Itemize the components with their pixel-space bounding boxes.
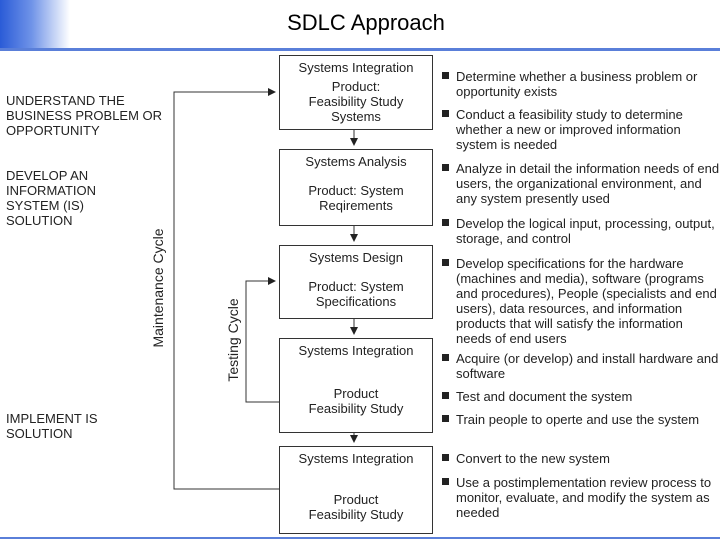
list-item: Train people to operte and use the syste… <box>440 412 720 427</box>
stage-box-systems-design: Systems Design Product: System Specifica… <box>279 245 433 319</box>
stage-heading: Systems Integration <box>298 451 414 466</box>
stage-box-systems-integration-3: Systems Integration Product Feasibility … <box>279 446 433 534</box>
bullet-square-icon <box>442 259 449 266</box>
list-item: Determine whether a business problem or … <box>440 69 720 99</box>
stage-box-systems-integration-2: Systems Integration Product Feasibility … <box>279 338 433 433</box>
list-item: Develop the logical input, processing, o… <box>440 216 720 246</box>
list-item: Analyze in detail the information needs … <box>440 161 720 206</box>
bullet-square-icon <box>442 164 449 171</box>
stage-heading: Systems Analysis <box>305 154 407 169</box>
list-item: Conduct a feasibility study to determine… <box>440 107 720 152</box>
bullet-square-icon <box>442 478 449 485</box>
bullet-square-icon <box>442 72 449 79</box>
list-item: Convert to the new system <box>440 451 720 466</box>
page-title: SDLC Approach <box>287 10 445 35</box>
phase-label-understand: UNDERSTAND THE BUSINESS PROBLEM OR OPPOR… <box>6 93 163 138</box>
list-item: Use a postimplementation review process … <box>440 475 720 520</box>
bullet-square-icon <box>442 219 449 226</box>
bullet-square-icon <box>442 392 449 399</box>
testing-cycle-label: Testing Cycle <box>225 298 241 382</box>
stage-heading: Systems Integration <box>298 343 414 358</box>
stage-heading: Systems Design <box>309 250 403 265</box>
bullet-square-icon <box>442 415 449 422</box>
stage-box-systems-analysis: Systems Analysis Product: System Reqirem… <box>279 149 433 226</box>
stage-product: Product: System Specifications <box>308 279 404 309</box>
list-item: Acquire (or develop) and install hardwar… <box>440 351 720 381</box>
stage-product: Product Feasibility Study <box>308 386 404 416</box>
phase-label-develop: DEVELOP AN INFORMATION SYSTEM (IS) SOLUT… <box>6 168 97 228</box>
stage-box-systems-integration-1: Systems Integration Product: Feasibility… <box>279 55 433 130</box>
stage-product: Product: System Reqirements <box>308 183 404 213</box>
stage-heading: Systems Integration <box>298 60 414 75</box>
bullet-square-icon <box>442 354 449 361</box>
stage-product: Product: Feasibility Study Systems <box>308 79 404 124</box>
title-divider <box>0 48 720 51</box>
phase-label-implement: IMPLEMENT IS SOLUTION <box>6 411 98 441</box>
bottom-divider <box>0 537 720 539</box>
stage-product: Product Feasibility Study <box>308 492 404 522</box>
list-item: Develop specifications for the hardware … <box>440 256 720 346</box>
bullet-square-icon <box>442 110 449 117</box>
title-bar-gradient <box>0 0 70 48</box>
bullet-square-icon <box>442 454 449 461</box>
testing-cycle-line <box>245 277 279 403</box>
list-item: Test and document the system <box>440 389 720 404</box>
maintenance-cycle-label: Maintenance Cycle <box>150 228 166 348</box>
